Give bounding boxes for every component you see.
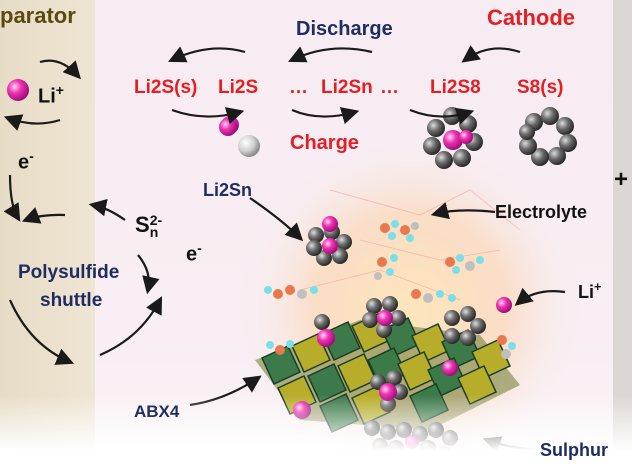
species-li2s-solid: Li2S(s) xyxy=(134,77,198,98)
charge-label: Charge xyxy=(290,132,359,154)
electrolyte-callout: Electrolyte xyxy=(495,202,588,222)
species-ellipsis-2: … xyxy=(380,77,399,98)
bottom-fade xyxy=(0,395,632,475)
species-s8-solid: S8(s) xyxy=(517,77,564,98)
li-ion-label: Li+ xyxy=(38,82,64,108)
positive-terminal-sign: + xyxy=(614,166,629,193)
s8-ring-molecule xyxy=(519,107,577,166)
species-li2s8: Li2S8 xyxy=(430,77,481,98)
li2s-molecule xyxy=(219,116,260,157)
species-li2s: Li2S xyxy=(218,77,259,98)
abx4-callout: ABX4 xyxy=(134,402,180,421)
species-ellipsis-1: … xyxy=(289,77,308,98)
electron-label-2: e- xyxy=(186,240,202,266)
current-collector xyxy=(613,0,632,475)
li2sn-cluster xyxy=(306,216,352,266)
sulphur-callout: Sulphur xyxy=(540,440,608,460)
li2sn-callout: Li2Sn xyxy=(203,180,253,200)
li-ion-cathode xyxy=(496,297,512,313)
discharge-label: Discharge xyxy=(296,18,393,40)
polysulfide-label-line2: shuttle xyxy=(40,290,103,311)
separator-label: parator xyxy=(0,3,76,28)
species-li2sn: Li2Sn xyxy=(321,77,373,98)
cathode-label: Cathode xyxy=(487,5,575,30)
li-ion-callout: Li+ xyxy=(578,280,602,302)
electrolyte-molecules xyxy=(264,220,516,359)
polysulfide-label-line1: Polysulfide xyxy=(18,262,120,283)
li-ion-separator xyxy=(7,79,29,101)
electron-label: e- xyxy=(18,148,34,174)
